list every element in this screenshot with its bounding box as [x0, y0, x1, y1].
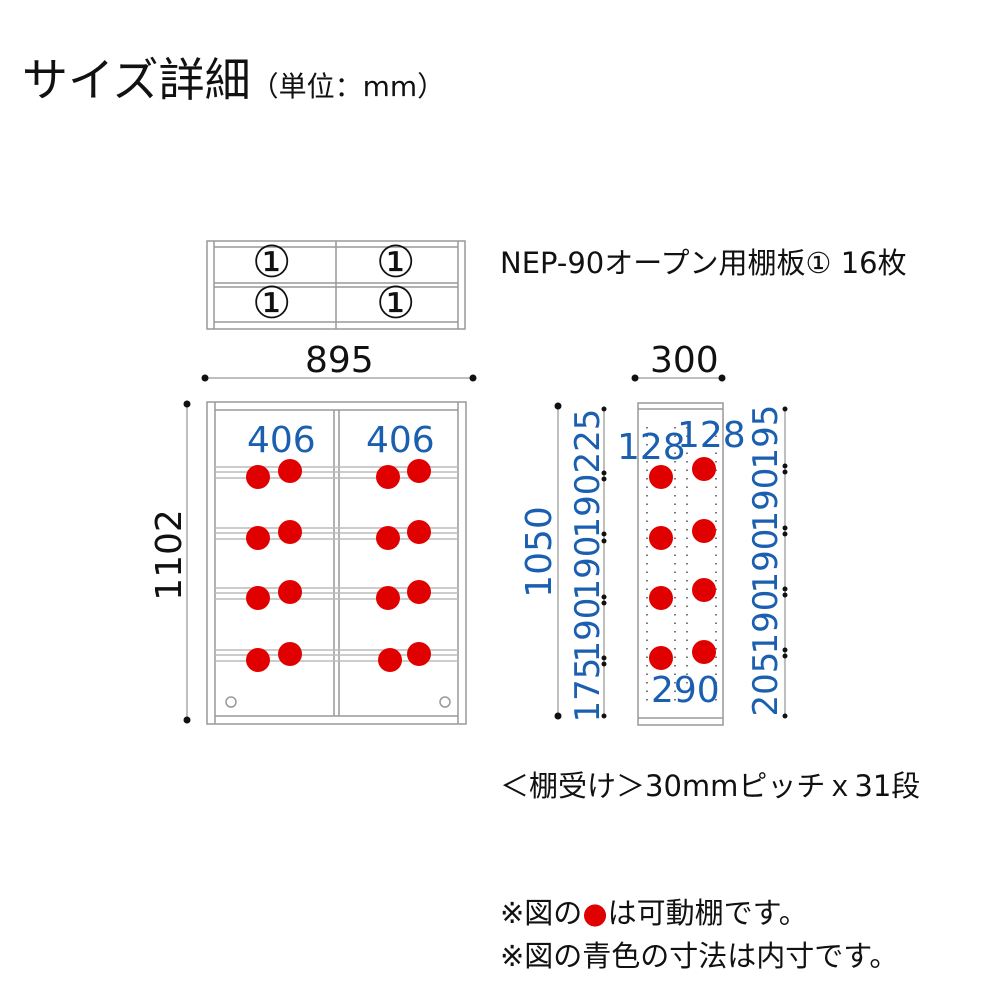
shelf-marker: ①: [376, 278, 416, 329]
left-segment: 190: [568, 535, 608, 601]
right-segment: 190: [746, 467, 786, 533]
red-dot-icon: ●: [582, 896, 608, 930]
inner-width-right: 406: [366, 420, 435, 461]
right-segment: 195: [746, 404, 786, 470]
front-height: 1102: [149, 509, 190, 601]
shelf-board-label: NEP-90オープン用棚板① 16枚: [500, 246, 907, 280]
inner-width-left: 406: [247, 420, 316, 461]
shelf-marker: ①: [252, 278, 292, 329]
shelf-marker: ①: [376, 237, 416, 288]
shelf-depth-right: 128: [677, 415, 746, 456]
left-segment: 190: [568, 473, 608, 539]
right-segment: 190: [746, 589, 786, 655]
front-width: 895: [305, 340, 374, 381]
left-segment: 225: [568, 408, 608, 474]
note-text: は可動棚です。: [607, 896, 808, 930]
movable-shelf-note: ※図の●は可動棚です。: [500, 890, 808, 932]
note-text: ※図の: [500, 896, 583, 930]
side-depth: 300: [650, 340, 719, 381]
movable-shelf-markers: [246, 459, 431, 672]
shelf-depth-left: 128: [617, 427, 686, 468]
pitch-note: ＜棚受け＞30mmピッチｘ31段: [500, 769, 921, 803]
side-view: [637, 402, 724, 726]
left-segment: 190: [568, 597, 608, 663]
page-title: サイズ詳細（単位：mm）: [22, 53, 446, 107]
left-segment: 175: [568, 657, 608, 723]
inner-depth: 290: [651, 670, 720, 711]
right-segment: 205: [746, 651, 786, 717]
inner-height: 1050: [519, 506, 560, 598]
unit-label: （単位：mm）: [250, 70, 446, 103]
top-view: [206, 240, 466, 330]
shelf-marker: ①: [252, 237, 292, 288]
right-segment: 190: [746, 528, 786, 594]
inner-dimension-note: ※図の青色の寸法は内寸です。: [500, 939, 899, 973]
